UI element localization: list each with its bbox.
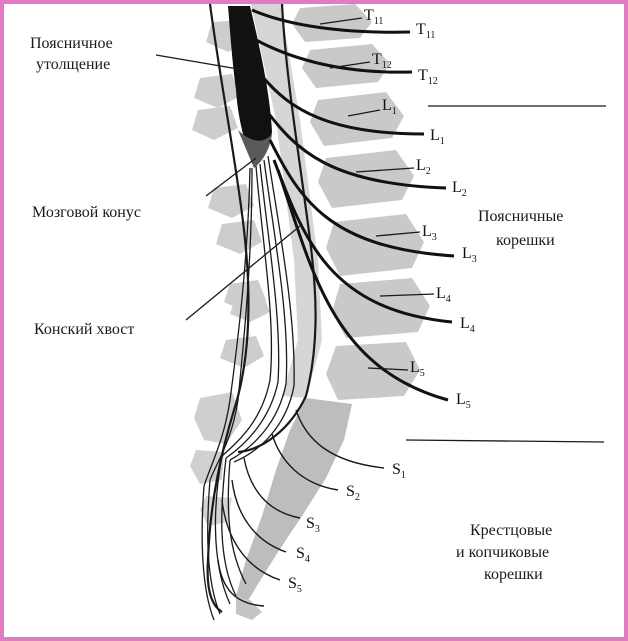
root-s1 (295, 409, 385, 469)
root-s5 (221, 499, 281, 581)
cauda-equina-fibers (201, 155, 295, 621)
root-label-s5: S5 (288, 575, 302, 595)
vertebra-label-t12: T12 (372, 51, 392, 71)
conus-medullaris (238, 130, 272, 168)
leader-lines (155, 17, 606, 443)
nerve-roots (251, 8, 455, 402)
root-label-l1: L1 (430, 127, 445, 147)
root-label-s2: S2 (346, 483, 360, 503)
root-label-s4: S4 (296, 545, 310, 565)
vertebra-label-t11: T11 (364, 7, 383, 27)
label-lumbar-enlargement-line1: Поясничное (30, 35, 113, 52)
spine-diagram: Поясничное утолщение Мозговой конус Конс… (30, 4, 606, 621)
root-l2 (264, 109, 447, 190)
label-lumbar-roots-line1: Поясничные (478, 208, 563, 225)
root-l3 (268, 139, 455, 258)
root-label-l2: L2 (452, 179, 467, 199)
spinal-cord (228, 6, 272, 168)
root-t11 (251, 8, 411, 34)
vertebra-label-l4: L4 (436, 285, 451, 305)
root-label-t12: T12 (418, 67, 438, 87)
label-sacral-roots-line2: и копчиковые (456, 544, 549, 561)
root-label-l3: L3 (462, 245, 477, 265)
sacral-roots (217, 409, 385, 607)
vertebra-label-l2: L2 (416, 157, 431, 177)
label-lumbar-roots-line2: корешки (496, 232, 555, 249)
root-s2 (271, 433, 339, 491)
sacrum (236, 398, 352, 604)
root-s4 (231, 479, 287, 553)
sacral-ala (194, 392, 242, 444)
vertebra-label-l3: L3 (422, 223, 437, 243)
root-label-s3: S3 (306, 515, 320, 535)
lumbar-enlargement (228, 6, 272, 164)
vertebra-body-t11 (292, 4, 372, 42)
dural-sac (206, 4, 317, 613)
label-conus-medullaris: Мозговой конус (32, 204, 141, 221)
label-cauda-equina: Конский хвост (34, 321, 134, 338)
vertebra-body-l3 (326, 214, 424, 276)
coccyx (236, 596, 262, 620)
root-l1 (260, 75, 425, 136)
root-label-l5: L5 (456, 391, 471, 411)
root-label-t11: T11 (416, 21, 435, 41)
label-sacral-roots-line3: корешки (484, 566, 543, 583)
vertebra-body-l4 (332, 278, 430, 338)
label-sacral-roots-line1: Крестцовые (470, 522, 552, 539)
label-lumbar-enlargement-line2: утолщение (36, 56, 110, 73)
root-label-s1: S1 (392, 461, 406, 481)
vertebra-label-l1: L1 (382, 97, 397, 117)
root-label-l4: L4 (460, 315, 475, 335)
vertebra-labels: T11 T12 L1 L2 L3 L4 L5 (364, 7, 451, 379)
root-t12 (255, 38, 413, 74)
vertebra-label-l5: L5 (410, 359, 425, 379)
root-labels: T11 T12 L1 L2 L3 L4 L5 (416, 21, 477, 411)
sacral-labels: S1 S2 S3 S4 S5 (288, 461, 406, 595)
root-s3 (243, 457, 301, 519)
vertebra-body-l5 (326, 342, 420, 400)
root-l5 (276, 169, 449, 402)
